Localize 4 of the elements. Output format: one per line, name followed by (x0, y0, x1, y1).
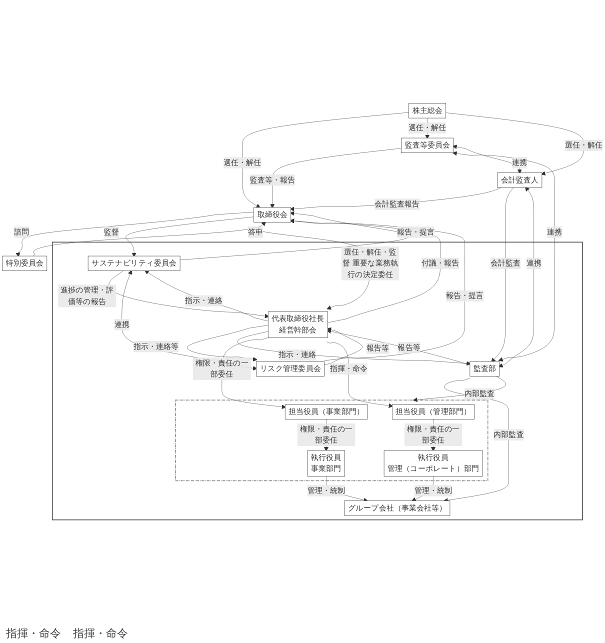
cluster (52, 242, 583, 521)
cluster (175, 400, 488, 482)
annotation-text: 指揮・命令 (73, 626, 128, 641)
annotation-text: 指揮・命令 (6, 626, 61, 641)
